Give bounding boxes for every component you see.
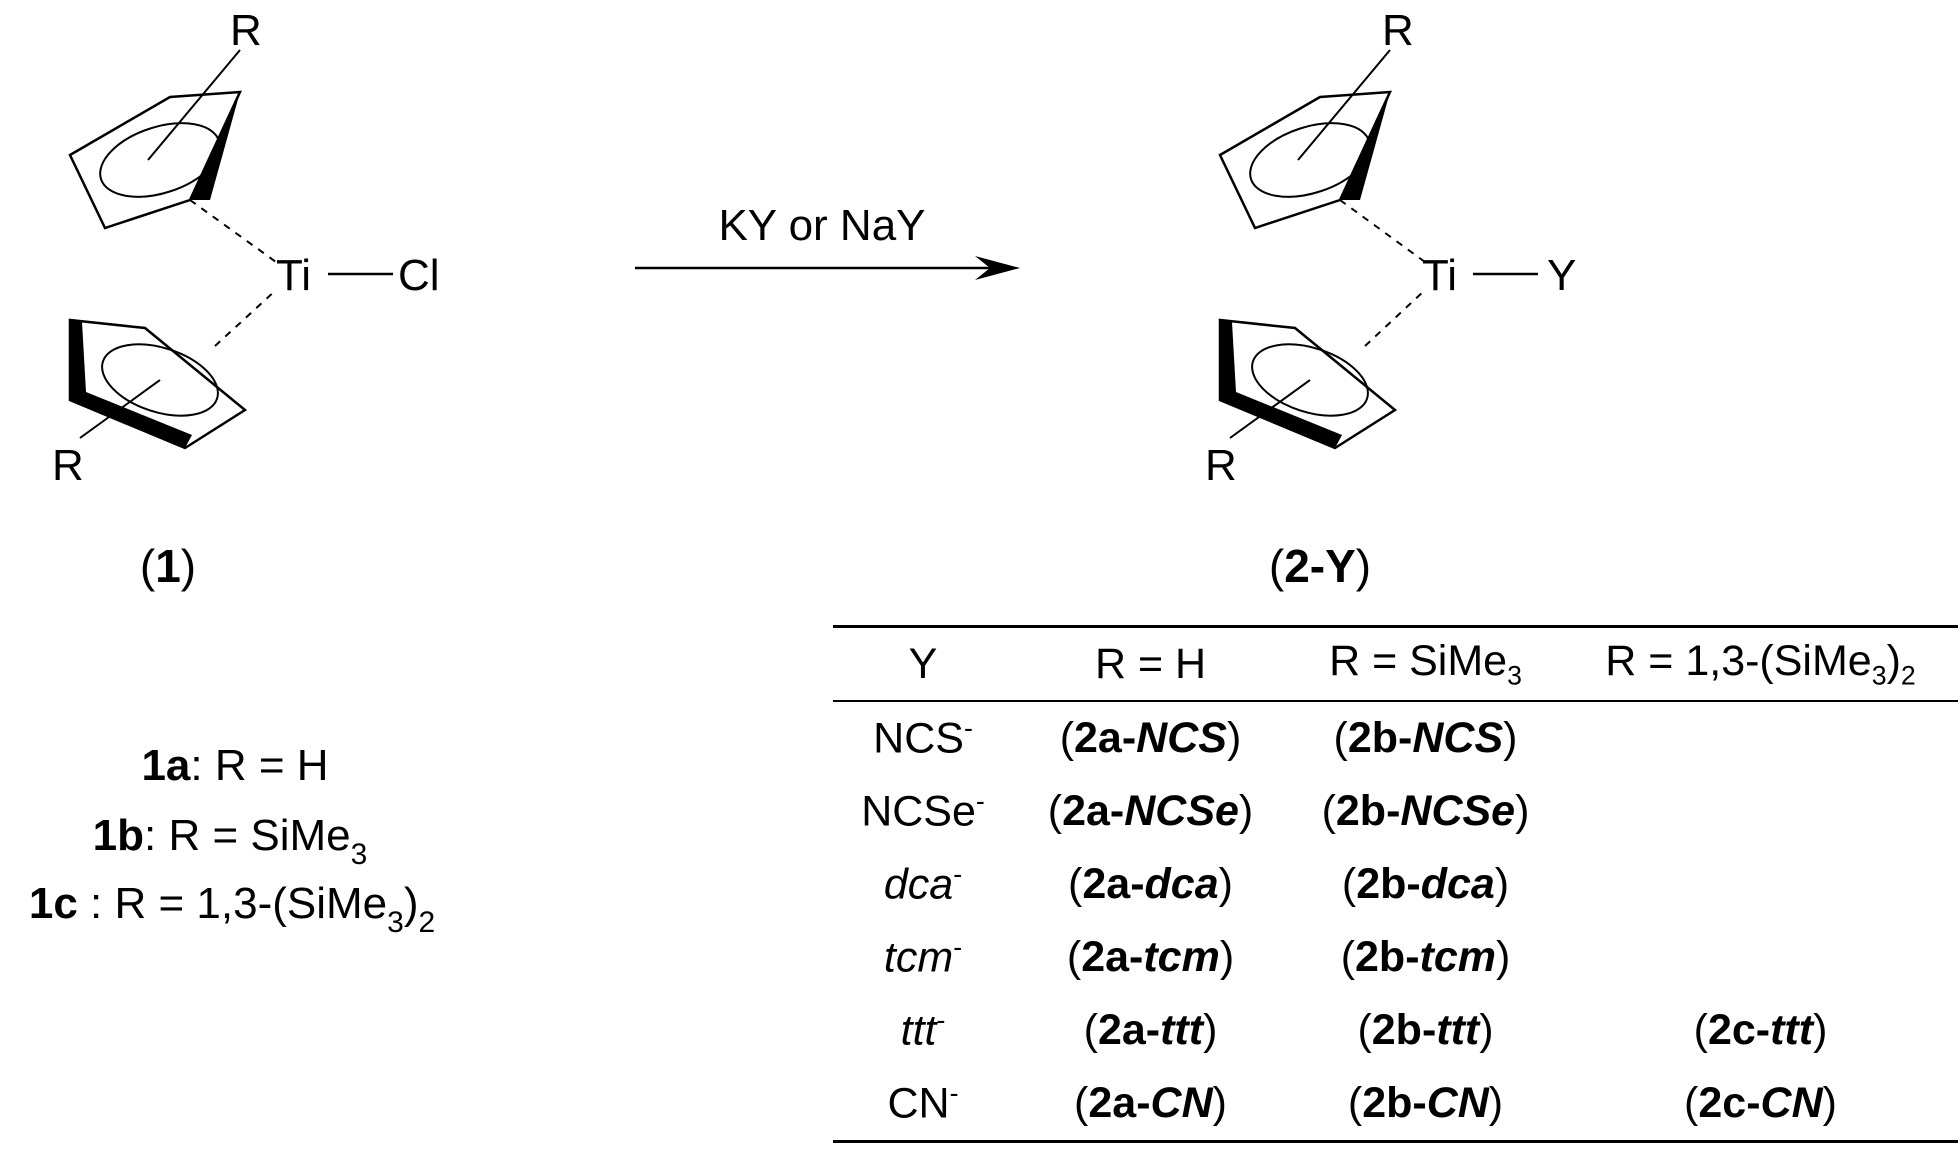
header-y: Y — [833, 625, 1013, 702]
anion-cell: dca- — [883, 859, 963, 909]
top-cp-aromatic-ring-product — [1249, 122, 1371, 198]
arrow-head — [975, 256, 1020, 280]
table-row: tcm- (2a-tcm) (2b-tcm) — [833, 921, 1958, 994]
compound-2b-cell: (2b-NCS) — [1333, 714, 1518, 762]
compound-1-legend: 1a: R = H 1b: R = SiMe3 1c : R = 1,3-(Si… — [29, 741, 435, 939]
titanocene-chloride-structure: R R Ti Cl (1) — [52, 6, 440, 592]
compound-2b-cell: (2b-tcm) — [1340, 933, 1511, 981]
compound-1-label: (1) — [140, 540, 196, 592]
bottom-r-label: R — [52, 441, 84, 490]
bottom-r-label-product: R — [1205, 441, 1237, 490]
top-cp-shade-product — [1340, 92, 1390, 200]
compound-2c-cell — [1563, 775, 1958, 848]
legend-1b: 1b: R = SiMe3 — [93, 811, 368, 871]
table-row: dca- (2a-dca) (2b-dca) — [833, 848, 1958, 921]
top-dashed-bond — [189, 199, 277, 263]
compound-2c-cell: (2c-ttt) — [1693, 1006, 1828, 1054]
compound-2a-cell: (2a-CN) — [1013, 1067, 1288, 1143]
compound-2y-label: (2-Y) — [1269, 540, 1371, 592]
header-r-sime3: R = SiMe3 — [1288, 625, 1563, 702]
top-r-bond — [147, 49, 241, 161]
compound-2c-cell: (2c-CN) — [1563, 1067, 1958, 1143]
top-r-label: R — [230, 6, 262, 55]
table-row: ttt- (2a-ttt) (2b-ttt) (2c-ttt) — [833, 994, 1958, 1067]
compound-2b-cell: (2b-CN) — [1288, 1067, 1563, 1143]
derivatives-table: Y R = H R = SiMe3 R = 1,3-(SiMe3)2 NCS- (… — [833, 625, 1958, 1143]
reagent-label: KY or NaY — [718, 201, 925, 250]
compound-2a-cell: (2a-ttt) — [1083, 1006, 1218, 1054]
compound-2a-cell: (2a-NCS) — [1059, 714, 1242, 762]
top-cp-aromatic-ring — [99, 122, 221, 198]
table-row: NCSe- (2a-NCSe) (2b-NCSe) — [833, 775, 1958, 848]
compound-2a-cell: (2a-NCSe) — [1047, 787, 1254, 835]
titanocene-product-structure: R R Ti Y (2-Y) — [1205, 6, 1576, 592]
header-r-13-sime3-2: R = 1,3-(SiMe3)2 — [1563, 625, 1958, 702]
top-dashed-bond-product — [1339, 199, 1426, 263]
bottom-cp-shade — [70, 320, 192, 448]
compound-2c-cell — [1563, 848, 1958, 921]
legend-1c: 1c : R = 1,3-(SiMe3)2 — [29, 879, 435, 939]
compound-2c-cell — [1563, 701, 1958, 775]
y-atom: Y — [1547, 251, 1576, 300]
anion-cell: ttt- — [900, 1005, 946, 1055]
anion-cell: tcm- — [883, 932, 963, 982]
top-r-label-product: R — [1382, 6, 1414, 55]
anion-cell: NCS- — [873, 713, 973, 763]
bottom-cp-shade-product — [1220, 320, 1342, 448]
compound-2c-cell — [1563, 921, 1958, 994]
ti-atom-right: Ti — [1422, 251, 1457, 300]
bottom-cp-aromatic-ring — [101, 343, 219, 417]
legend-1a: 1a: R = H — [141, 741, 328, 790]
table-header-row: Y R = H R = SiMe3 R = 1,3-(SiMe3)2 — [833, 625, 1958, 702]
anion-cell: NCSe- — [861, 786, 985, 836]
compound-2b-cell: (2b-ttt) — [1357, 1006, 1494, 1054]
bottom-dashed-bond-product — [1364, 289, 1426, 347]
compound-2b-cell: (2b-NCSe) — [1321, 787, 1530, 835]
reaction-arrow: KY or NaY — [635, 201, 1020, 280]
ti-atom-left: Ti — [276, 251, 311, 300]
compound-2a-cell: (2a-tcm) — [1066, 933, 1235, 981]
table-row: NCS- (2a-NCS) (2b-NCS) — [833, 701, 1958, 775]
bottom-cp-aromatic-ring-product — [1251, 343, 1369, 417]
top-r-bond-product — [1297, 49, 1391, 161]
compound-2b-cell: (2b-dca) — [1341, 860, 1510, 908]
bottom-r-bond — [79, 379, 161, 439]
bottom-dashed-bond — [214, 289, 277, 347]
bottom-r-bond-product — [1229, 379, 1311, 439]
top-cp-shade — [190, 92, 240, 200]
anion-cell: CN- — [833, 1067, 1013, 1143]
compound-2a-cell: (2a-dca) — [1068, 860, 1233, 908]
table-row: CN-(2a-CN)(2b-CN)(2c-CN) — [833, 1067, 1958, 1143]
header-r-h: R = H — [1013, 625, 1288, 702]
cl-atom: Cl — [398, 251, 440, 300]
